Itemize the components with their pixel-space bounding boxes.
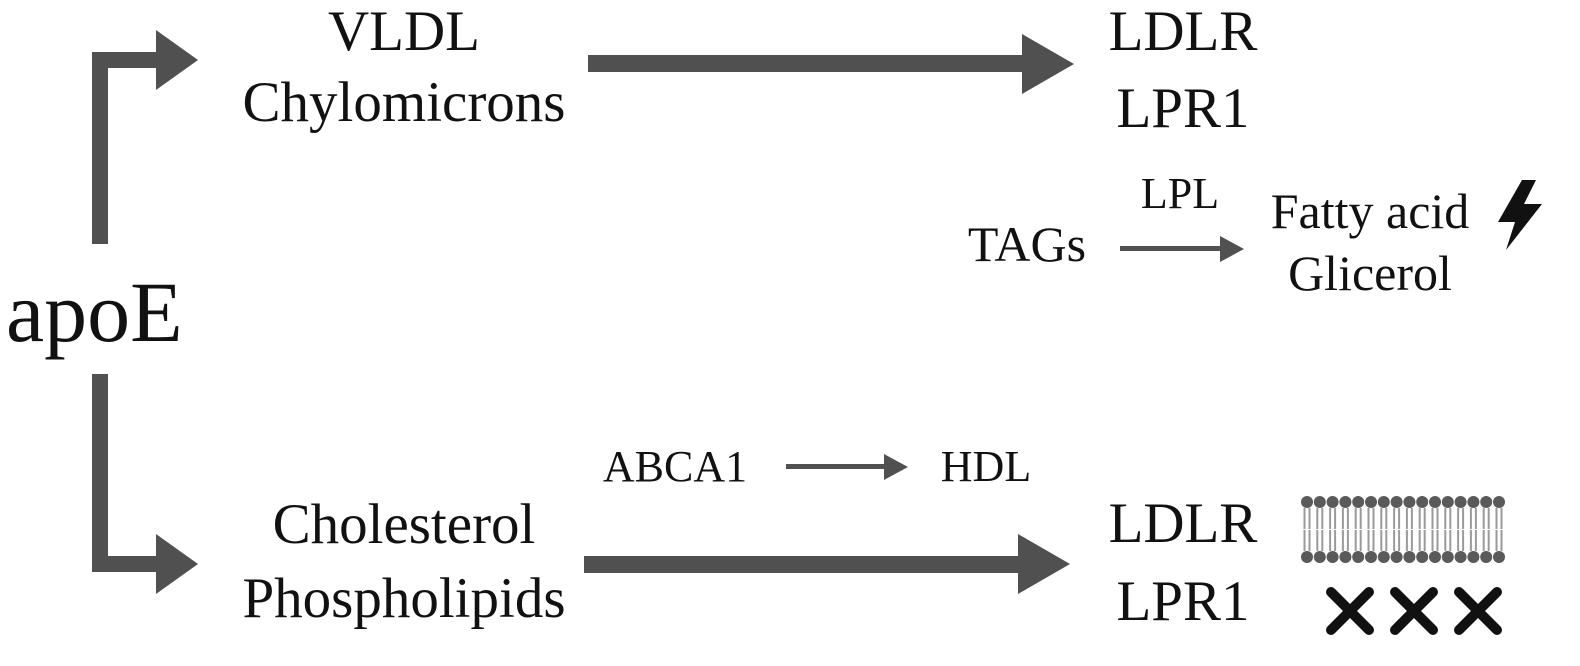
upper-ldlr-label: LDLR xyxy=(1109,0,1258,63)
cholesterol-label: Cholesterol xyxy=(273,493,536,556)
lightning-bolt-icon xyxy=(1498,180,1542,250)
cross-icon xyxy=(1454,587,1502,635)
abca1-arrow xyxy=(786,454,908,480)
hdl-label: HDL xyxy=(941,442,1031,491)
lower-branch-arrow xyxy=(92,374,198,594)
upper-branch-arrow xyxy=(92,30,198,244)
block-crosses xyxy=(1326,587,1502,635)
glicerol-label: Glicerol xyxy=(1288,245,1452,301)
lpl-arrow xyxy=(1120,236,1244,262)
tags-label: TAGs xyxy=(968,216,1086,272)
fatty-acid-label: Fatty acid xyxy=(1271,183,1470,239)
cross-icon xyxy=(1390,587,1438,635)
lipid-bilayer-icon xyxy=(1301,496,1505,563)
phospholipids-label: Phospholipids xyxy=(242,567,565,630)
apoE-label: apoE xyxy=(6,264,183,360)
chylomicrons-label: Chylomicrons xyxy=(243,71,566,134)
lpl-label: LPL xyxy=(1141,169,1219,218)
lower-lpr1-label: LPR1 xyxy=(1116,570,1249,633)
lower-ldlr-label: LDLR xyxy=(1109,492,1258,555)
abca1-label: ABCA1 xyxy=(603,442,747,491)
upper-lpr1-label: LPR1 xyxy=(1116,77,1249,140)
vldl-label: VLDL xyxy=(328,0,480,63)
lower-thick-arrow xyxy=(584,534,1070,594)
cross-icon xyxy=(1326,587,1374,635)
upper-thick-arrow xyxy=(588,34,1074,94)
